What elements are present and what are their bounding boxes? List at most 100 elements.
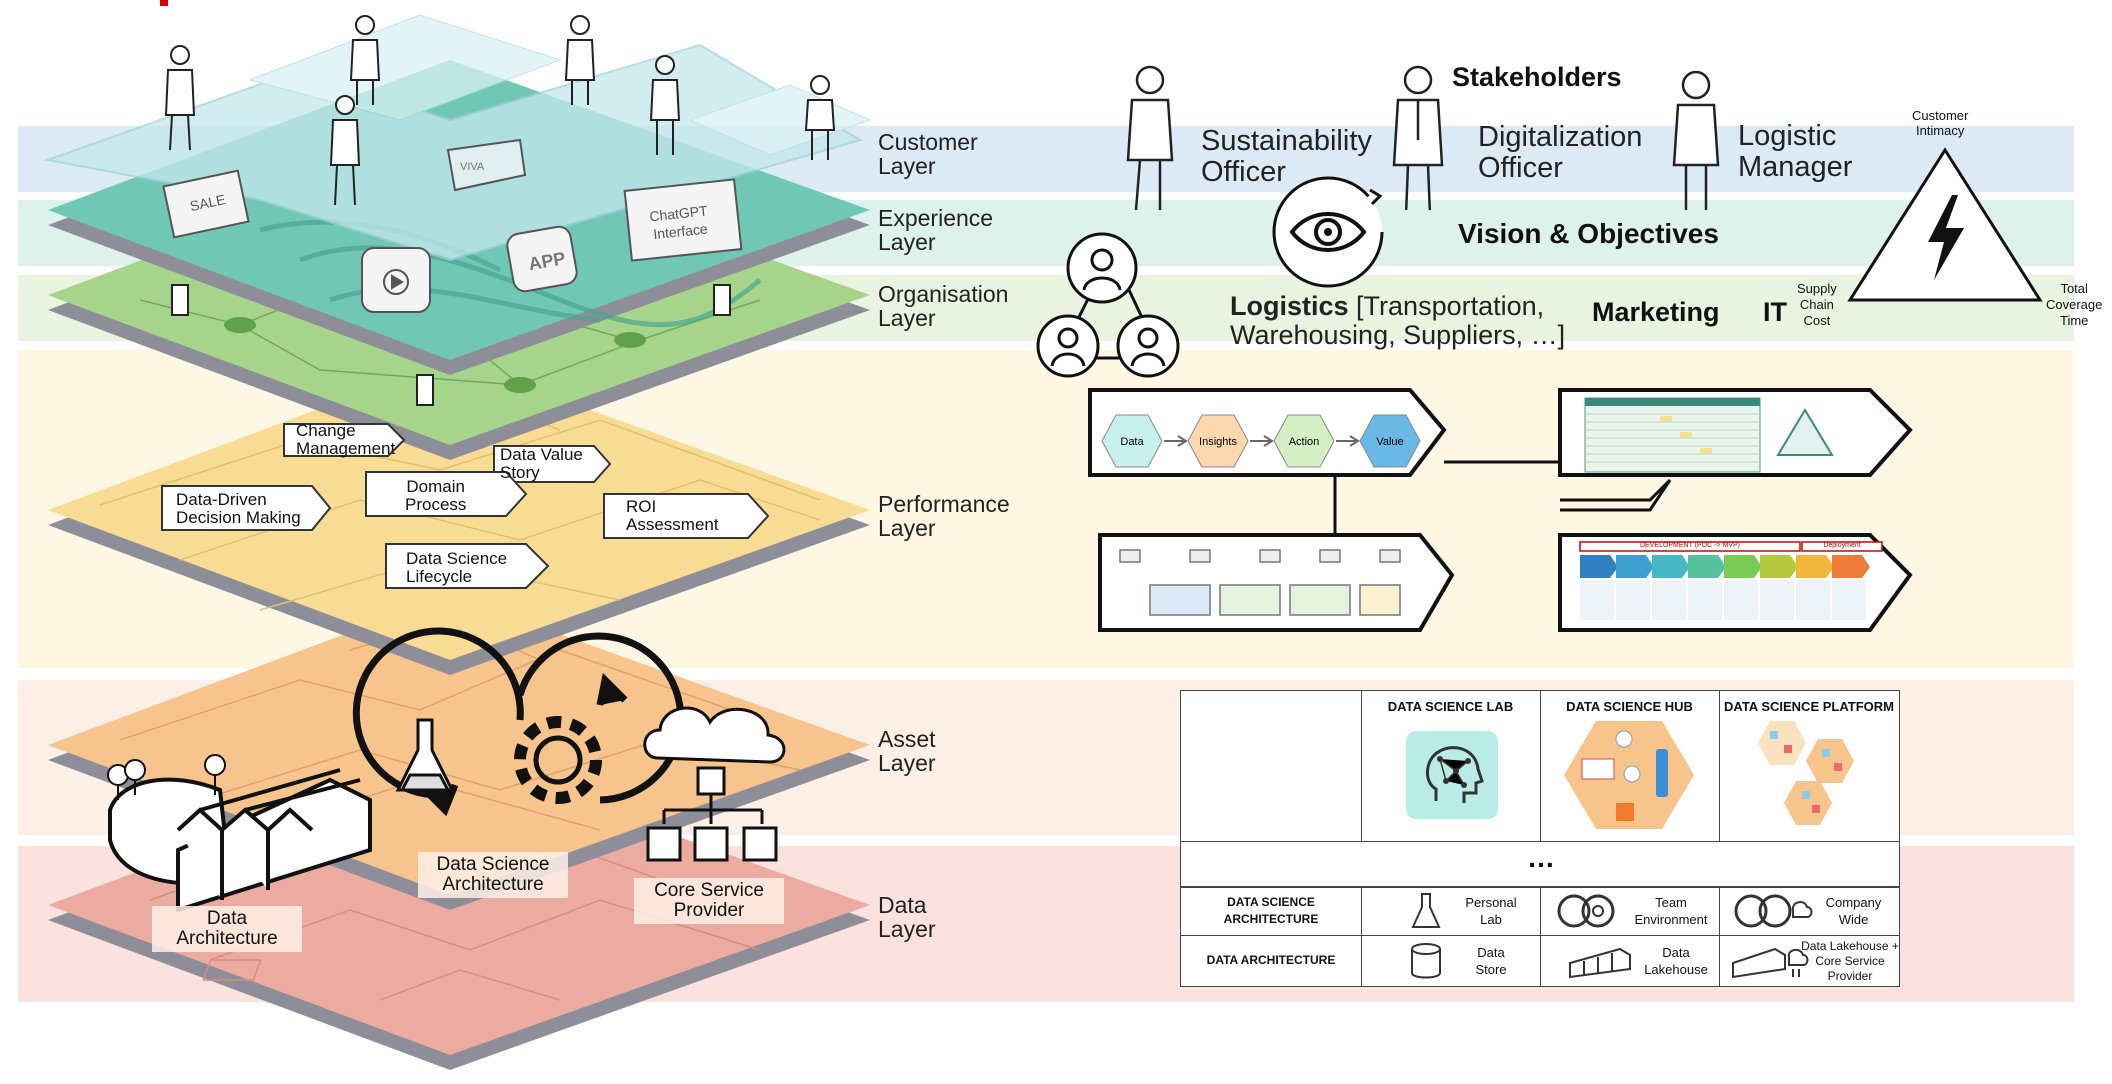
data-value-story-line2: Story [500,463,540,482]
col-header-platform: DATA SCIENCE PLATFORM [1724,699,1894,714]
performance-arrow-panels [1088,388,1913,632]
lab-head-icon [1406,731,1498,819]
row1-label-line1: DATA SCIENCE [1227,895,1315,909]
data-driven-decision-label: Data-Driven Decision Making [176,491,301,527]
it-label: IT [1763,297,1787,327]
layer-name: Asset [878,726,936,752]
stakeholder-1-line1: Sustainability [1201,125,1372,157]
matrix-col-line-1 [1361,691,1362,841]
value-chain-label: Action [1289,436,1320,448]
stakeholder-figures [1126,65,1720,210]
layer-suffix: Layer [878,515,936,541]
lakehouse-core-service-icon [1732,947,1809,979]
matrix-col-line-3 [1719,691,1720,841]
hub-hexagon-icon [1564,721,1694,829]
triangle-left-line2: Chain [1799,297,1834,312]
lifecycle-line1: Data Science [406,549,508,568]
matrix-ellipsis: … [1527,842,1555,873]
flask-icon [395,718,455,792]
triangle-right-line1: Total [2060,281,2088,296]
layer-name: Data [878,892,927,918]
ds-arch-line2: Architecture [442,874,544,895]
stakeholder-3-line1: Logistic [1738,120,1837,152]
stakeholder-1-line2: Officer [1201,156,1286,188]
data-lakehouse-icon [1569,947,1631,979]
value-chain-arrow [1164,435,1188,447]
domain-process-line2: Process [405,495,467,514]
matrix-col-line-1b [1361,887,1362,986]
data-value-story-label: Data Value Story [500,446,583,482]
cell-data-store: Data Store [1446,944,1536,978]
cell-r1c2-line2: Environment [1634,912,1708,927]
chatgpt-sign-line1: ChatGPT [649,202,709,224]
value-chain-arrow [1336,435,1360,447]
ds-architecture-label: Data Science Architecture [418,852,568,898]
cell-r2c3-line3: Provider [1827,969,1873,983]
roi-assessment-label: ROI Assessment [626,498,719,534]
layer-name: Experience [878,205,994,231]
cloud-network-icon [643,706,786,862]
value-chain-hex-data [1101,414,1163,468]
marketing-label: Marketing [1592,297,1720,327]
cell-lakehouse-core-service: Data Lakehouse + Core Service Provider [1801,939,1899,984]
logistics-label: Logistics [Transportation, Warehousing, … [1230,292,1565,350]
row1-label-line2: ARCHITECTURE [1223,912,1319,926]
col-header-hub: DATA SCIENCE HUB [1566,699,1693,714]
row2-label-line1: DATA ARCHITECTURE [1206,953,1336,967]
cell-r1c1-line2: Lab [1480,912,1502,927]
tree-icons [107,754,226,800]
cell-r2c3-line2: Core Service [1815,954,1885,968]
people-network-icon [1036,232,1180,378]
matrix-col-line-2b [1540,887,1541,986]
cell-r2c3-line1: Data Lakehouse + [1801,939,1899,953]
logistic-manager-figure [1672,70,1720,210]
process-deploy-banner: Deployment [1823,542,1861,549]
data-value-story-line1: Data Value [500,445,583,464]
stakeholder-digitalization: Digitalization Officer [1478,122,1642,184]
layer-suffix: Layer [878,750,936,776]
value-chain-arrow [1250,435,1274,447]
data-arch-line2: Architecture [176,928,278,949]
data-driven-line1: Data-Driven [176,490,267,509]
data-arch-line1: Data [206,908,248,929]
triangle-left-label: Supply Chain Cost [1797,281,1837,329]
change-management-line1: Change [296,421,356,440]
corner-mark [160,0,168,6]
cell-data-lakehouse: Data Lakehouse [1636,944,1716,978]
logistics-line2: Warehousing, Suppliers, …] [1230,320,1566,350]
roi-line2: Assessment [626,515,719,534]
triangle-left-line3: Cost [1803,313,1831,328]
gear-icon [514,716,602,804]
change-management-line2: Management [296,439,396,458]
cell-r2c1-line2: Store [1475,962,1507,977]
triangle-right-line3: Time [2059,313,2089,328]
value-chain-label: Value [1376,436,1403,448]
stakeholder-logistic: Logistic Manager [1738,121,1852,183]
cell-company-wide: Company Wide [1811,894,1896,928]
stakeholder-sustainability: Sustainability Officer [1201,126,1372,188]
strategy-triangle [1847,147,2043,302]
value-chain-panel [1088,388,1447,477]
logistics-bold: Logistics [1230,291,1349,321]
csp-line2: Provider [673,900,745,921]
maturity-matrix: DATA SCIENCE LAB DATA SCIENCE HUB DATA S… [1180,690,1900,987]
domain-process-label: Domain Process [405,478,466,514]
mini-table-icon [1584,397,1834,473]
cell-r1c2-line1: Team [1655,895,1687,910]
data-store-icon [1411,943,1441,979]
digitalization-officer-figure [1392,65,1444,210]
platform-hexagons-icon [1758,721,1854,825]
triangle-left-line1: Supply [1797,281,1837,296]
value-chain-hex-value [1359,414,1421,468]
cell-personal-lab: Personal Lab [1446,894,1536,928]
data-science-lifecycle-label: Data Science Lifecycle [406,550,507,586]
eye-icon [1272,176,1384,288]
cell-r1c1-line1: Personal [1465,895,1517,910]
triangle-right-label: Total Coverage Time [2046,281,2102,329]
cell-r1c3-line1: Company [1825,895,1882,910]
